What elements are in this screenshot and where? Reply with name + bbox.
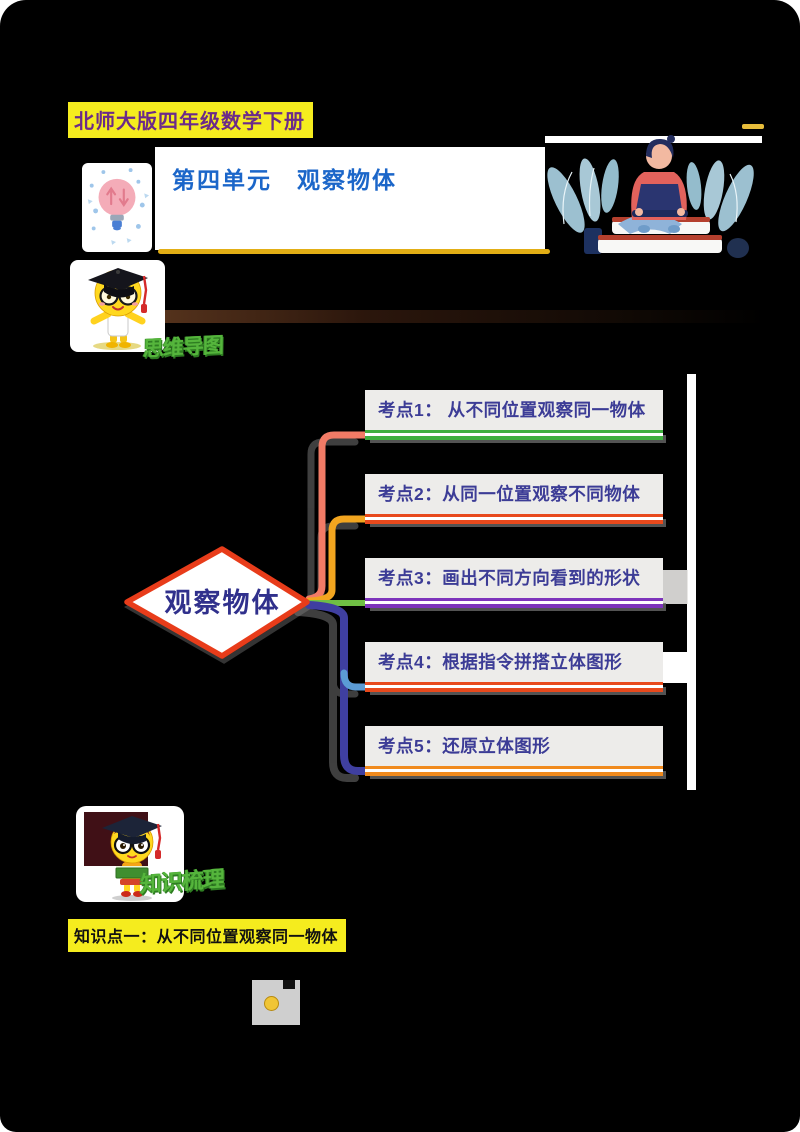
topic-label-5: 考点5：还原立体图形: [365, 726, 663, 766]
box4-extension: [663, 652, 693, 683]
connector-2: [305, 515, 370, 605]
connector-4: [340, 669, 370, 691]
pencil-fragment-tip: [283, 980, 295, 989]
topic-label-4: 考点4：根据指令拼搭立体图形: [365, 642, 663, 682]
topic-label-3: 考点3：画出不同方向看到的形状: [365, 558, 663, 598]
corner-dash: [742, 124, 764, 129]
unit-title: 第四单元 观察物体: [172, 167, 397, 193]
scholar-girl-icon: [76, 806, 184, 902]
topic-label-2: 考点2：从同一位置观察不同物体: [365, 474, 663, 514]
wordart-knowledge: 知识梳理: [140, 866, 224, 897]
topic-underline-4: [365, 682, 663, 692]
right-white-strip: [687, 374, 696, 790]
lightbulb-icon-svg: [87, 168, 150, 245]
topic-box-2: 考点2：从同一位置观察不同物体: [365, 474, 663, 524]
knowledge-heading: 知识点一：从不同位置观察同一物体: [68, 919, 347, 952]
pencil-fragment-dot: [264, 996, 279, 1011]
gold-rule: [158, 249, 550, 254]
divider-bar: [150, 310, 765, 323]
topic-box-5: 考点5：还原立体图形: [365, 726, 663, 776]
lightbulb-icon: [82, 163, 152, 252]
illustration-top-strip: [545, 136, 762, 143]
box3-extension: [662, 570, 688, 604]
series-badge: 北师大版四年级数学下册: [68, 102, 313, 138]
scholar-boy-icon: [70, 260, 165, 352]
unit-title-band: [155, 147, 545, 250]
topic-underline-3: [365, 598, 663, 608]
topic-underline-2: [365, 514, 663, 524]
topic-box-4: 考点4：根据指令拼搭立体图形: [365, 642, 663, 692]
topic-label-1: 考点1： 从不同位置观察同一物体: [365, 390, 663, 430]
topic-box-1: 考点1： 从不同位置观察同一物体: [365, 390, 663, 440]
topic-underline-1: [365, 430, 663, 440]
topic-underline-5: [365, 766, 663, 776]
connector-1: [305, 431, 370, 603]
connector-5: [305, 601, 370, 775]
reading-person-illustration: [547, 135, 754, 258]
wordart-mindmap: 思维导图: [142, 333, 224, 362]
center-diamond-label: 观察物体: [164, 588, 281, 618]
topic-box-3: 考点3：画出不同方向看到的形状: [365, 558, 663, 608]
